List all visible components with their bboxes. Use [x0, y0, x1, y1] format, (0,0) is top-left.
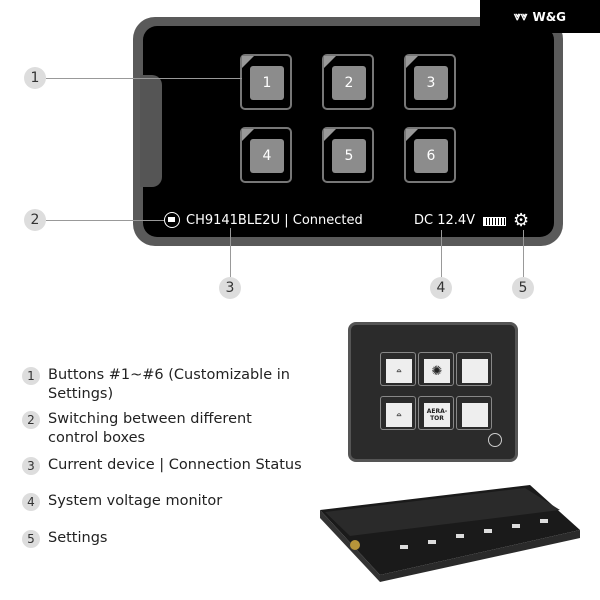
button-label: 6: [414, 139, 448, 173]
battery-icon: [483, 217, 506, 226]
connector: [350, 540, 360, 550]
switch-button-5[interactable]: 5: [322, 127, 374, 183]
spotlight-icon: ⌓: [386, 359, 412, 383]
separator: |: [284, 213, 289, 228]
panel-button: AERA-TOR: [418, 396, 454, 430]
brand-logo: ⩔⩔ W&G: [480, 0, 600, 33]
button-label: 4: [250, 139, 284, 173]
legend-number: 4: [22, 493, 40, 511]
legend-item: 5 Settings: [22, 529, 322, 548]
callout-line: [46, 220, 164, 221]
switch-button-1[interactable]: 1: [240, 54, 292, 110]
legend-number: 2: [22, 411, 40, 429]
switch-button-3[interactable]: 3: [404, 54, 456, 110]
callout-line: [441, 230, 442, 277]
logo-text: W&G: [532, 9, 567, 24]
callout-4: 4: [430, 277, 452, 299]
backlight-icon: [488, 433, 502, 447]
button-label: 2: [332, 66, 366, 100]
panel-button: [456, 396, 492, 430]
logo-mark-icon: ⩔⩔: [513, 9, 528, 23]
connection-status: Connected: [292, 213, 363, 228]
switch-box-icon[interactable]: [164, 212, 180, 228]
panel-button: ⌓: [380, 396, 416, 430]
gear-icon[interactable]: ⚙: [513, 210, 530, 231]
legend-text: Switching between different control boxe…: [48, 411, 252, 446]
callout-3: 3: [219, 277, 241, 299]
device-status: CH9141BLE2U | Connected: [186, 213, 363, 228]
callout-line: [46, 78, 242, 79]
switch-button-4[interactable]: 4: [240, 127, 292, 183]
control-box-image: [320, 485, 580, 582]
callout-5: 5: [512, 277, 534, 299]
legend-text: Settings: [48, 530, 108, 546]
button-label: 3: [414, 66, 448, 100]
callout-line: [230, 228, 231, 277]
aerator-label: AERA-TOR: [424, 403, 450, 427]
panel-button: [456, 352, 492, 386]
callout-2: 2: [24, 209, 46, 231]
legend-number: 1: [22, 367, 40, 385]
device-name: CH9141BLE2U: [186, 213, 281, 228]
physical-switch-panel: ⌓ ✺ ⌓ AERA-TOR: [348, 322, 518, 462]
legend-number: 5: [22, 530, 40, 548]
panel-button: ⌓: [380, 352, 416, 386]
legend-text: Current device | Connection Status: [48, 457, 302, 473]
legend-number: 3: [22, 457, 40, 475]
callout-1: 1: [24, 67, 46, 89]
callout-line: [523, 230, 524, 277]
panel-button: ✺: [418, 352, 454, 386]
light-bar-icon: ✺: [424, 359, 450, 383]
legend-item: 4 System voltage monitor: [22, 492, 322, 511]
legend-text: System voltage monitor: [48, 493, 223, 509]
boat-light-icon: ⌓: [386, 403, 412, 427]
legend-item: 2 Switching between different control box…: [22, 410, 282, 448]
legend-item: 3 Current device | Connection Status: [22, 456, 322, 475]
button-label: 5: [332, 139, 366, 173]
legend-text: Buttons #1~#6 (Customizable in Settings): [48, 367, 290, 402]
button-label: 1: [250, 66, 284, 100]
switch-button-2[interactable]: 2: [322, 54, 374, 110]
control-box-switch-tab[interactable]: [140, 75, 162, 187]
legend-item: 1 Buttons #1~#6 (Customizable in Settings…: [22, 366, 312, 404]
switch-button-6[interactable]: 6: [404, 127, 456, 183]
voltage-readout: DC 12.4V: [414, 213, 476, 228]
